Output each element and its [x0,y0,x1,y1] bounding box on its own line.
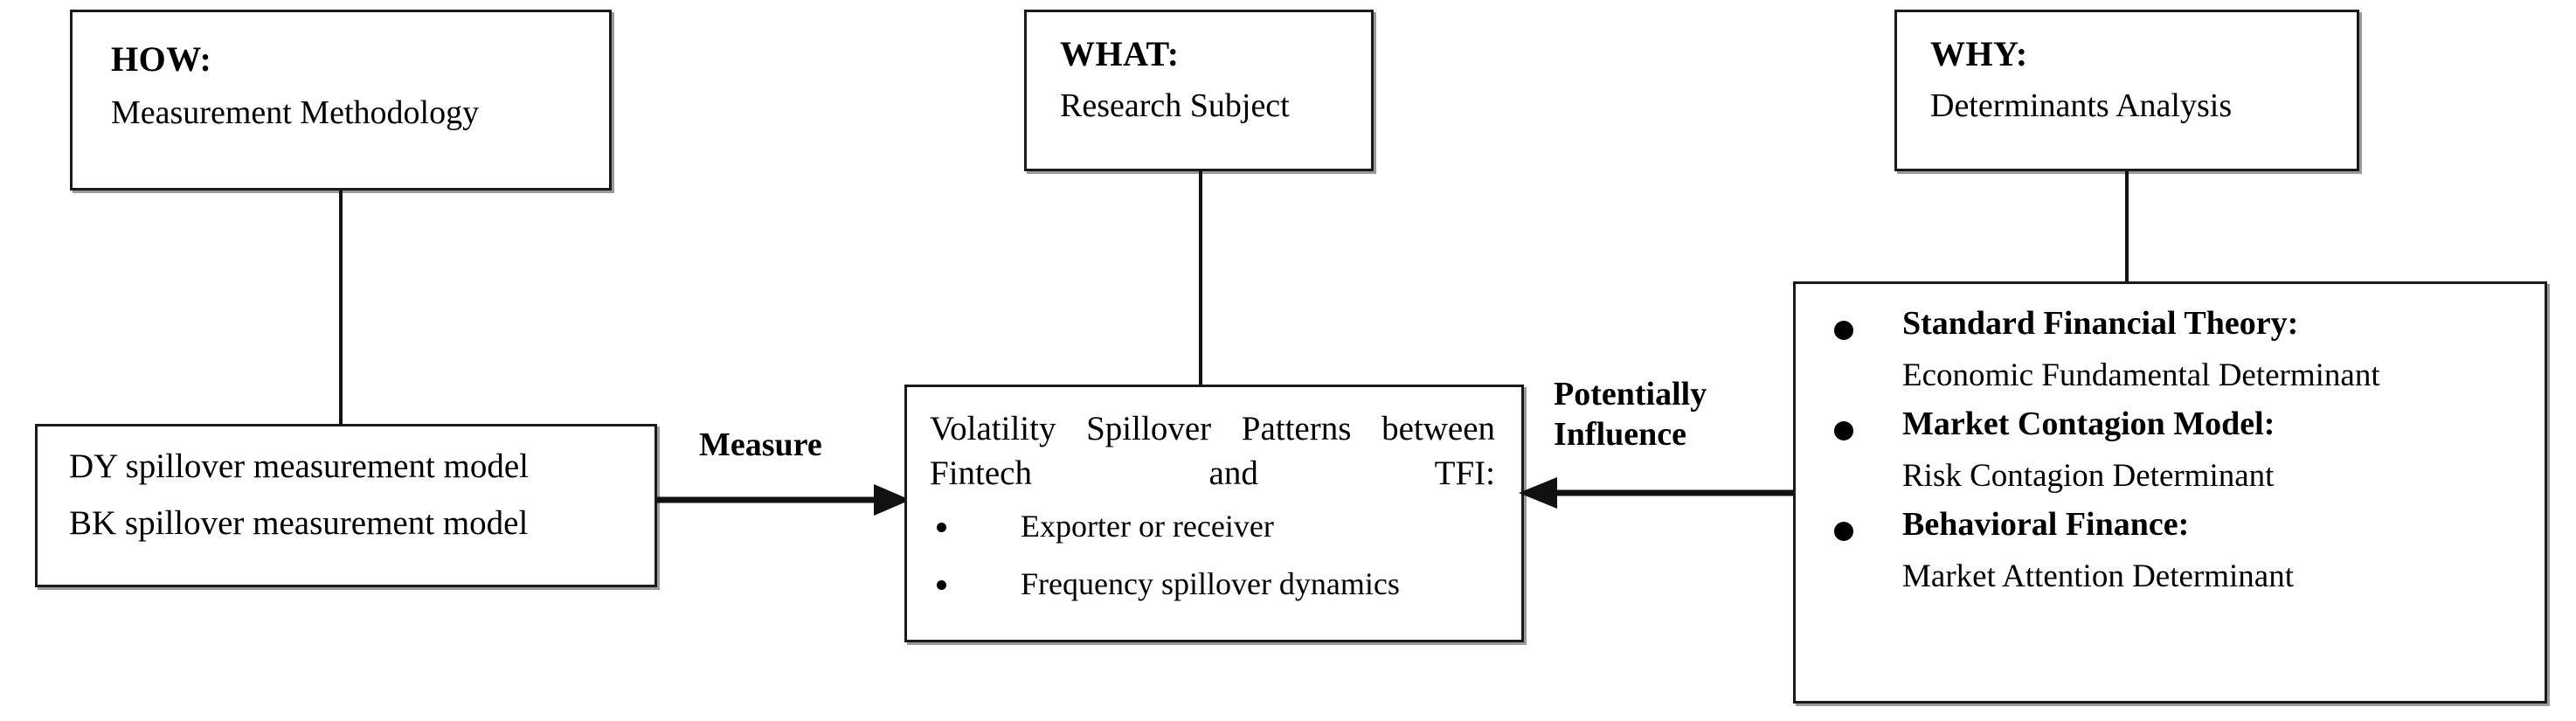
arrow-right-icon [657,484,911,516]
what-box-subtitle: Research Subject [1060,87,1290,124]
determinant-subtitle: Economic Fundamental Determinant [1902,357,2380,393]
research-subject-bullet-label: Frequency spillover dynamics [1021,565,1400,601]
determinant-group: Standard Financial Theory: Economic Fund… [1796,307,2524,392]
determinant-subtitle: Market Attention Determinant [1902,558,2294,594]
determinant-subtitle: Risk Contagion Determinant [1902,458,2275,494]
why-box: WHY: Determinants Analysis [1894,10,2359,171]
what-connector-line [1199,171,1202,386]
bullet-dot-icon [937,579,946,590]
how-connector-line [339,191,343,425]
bullet-dot-icon [1834,522,1853,541]
arrow-left-icon [1519,477,1800,509]
bullet-dot-icon [1834,421,1853,440]
influence-arrow-label-line1: Potentially [1554,376,1707,412]
why-box-content: WHY: Determinants Analysis [1897,12,2357,124]
why-box-subtitle: Determinants Analysis [1930,87,2233,124]
determinants-box: Standard Financial Theory: Economic Fund… [1793,281,2547,704]
determinant-group: Market Contagion Model: Risk Contagion D… [1796,407,2524,492]
influence-arrow-label: Potentially Influence [1554,374,1707,455]
what-box-title: WHAT: [1060,34,1180,73]
list-item: Frequency spillover dynamics [930,568,1495,600]
measure-arrow [657,479,911,521]
list-item: Exporter or receiver [930,510,1495,542]
why-box-title: WHY: [1930,34,2028,73]
why-connector-line [2125,171,2129,283]
determinant-title: Behavioral Finance: [1902,506,2190,543]
spillover-models-box: DY spillover measurement model BK spillo… [35,424,657,587]
what-box: WHAT: Research Subject [1024,10,1374,171]
model-line-dy: DY spillover measurement model [69,447,530,485]
bullet-dot-icon [937,522,946,532]
determinant-title: Standard Financial Theory: [1902,305,2299,342]
determinant-title: Market Contagion Model: [1902,406,2275,442]
influence-arrow [1519,472,1800,514]
how-box: HOW: Measurement Methodology [70,10,612,191]
research-subject-box: Volatility Spillover Patterns between Fi… [904,385,1524,642]
influence-arrow-label-line2: Influence [1554,416,1686,454]
determinant-group: Behavioral Finance: Market Attention Det… [1796,508,2524,593]
how-box-title: HOW: [111,39,212,79]
how-box-content: HOW: Measurement Methodology [73,12,609,131]
how-box-subtitle: Measurement Methodology [111,94,480,131]
research-subject-bullet-label: Exporter or receiver [1021,508,1274,544]
what-box-content: WHAT: Research Subject [1027,12,1371,124]
bullet-dot-icon [1834,321,1853,340]
research-subject-bullet-list: Exporter or receiver Frequency spillover… [930,510,1495,600]
model-line-bk: BK spillover measurement model [69,504,529,542]
research-subject-heading: Volatility Spillover Patterns between Fi… [930,410,1495,493]
measure-arrow-label: Measure [699,426,822,463]
